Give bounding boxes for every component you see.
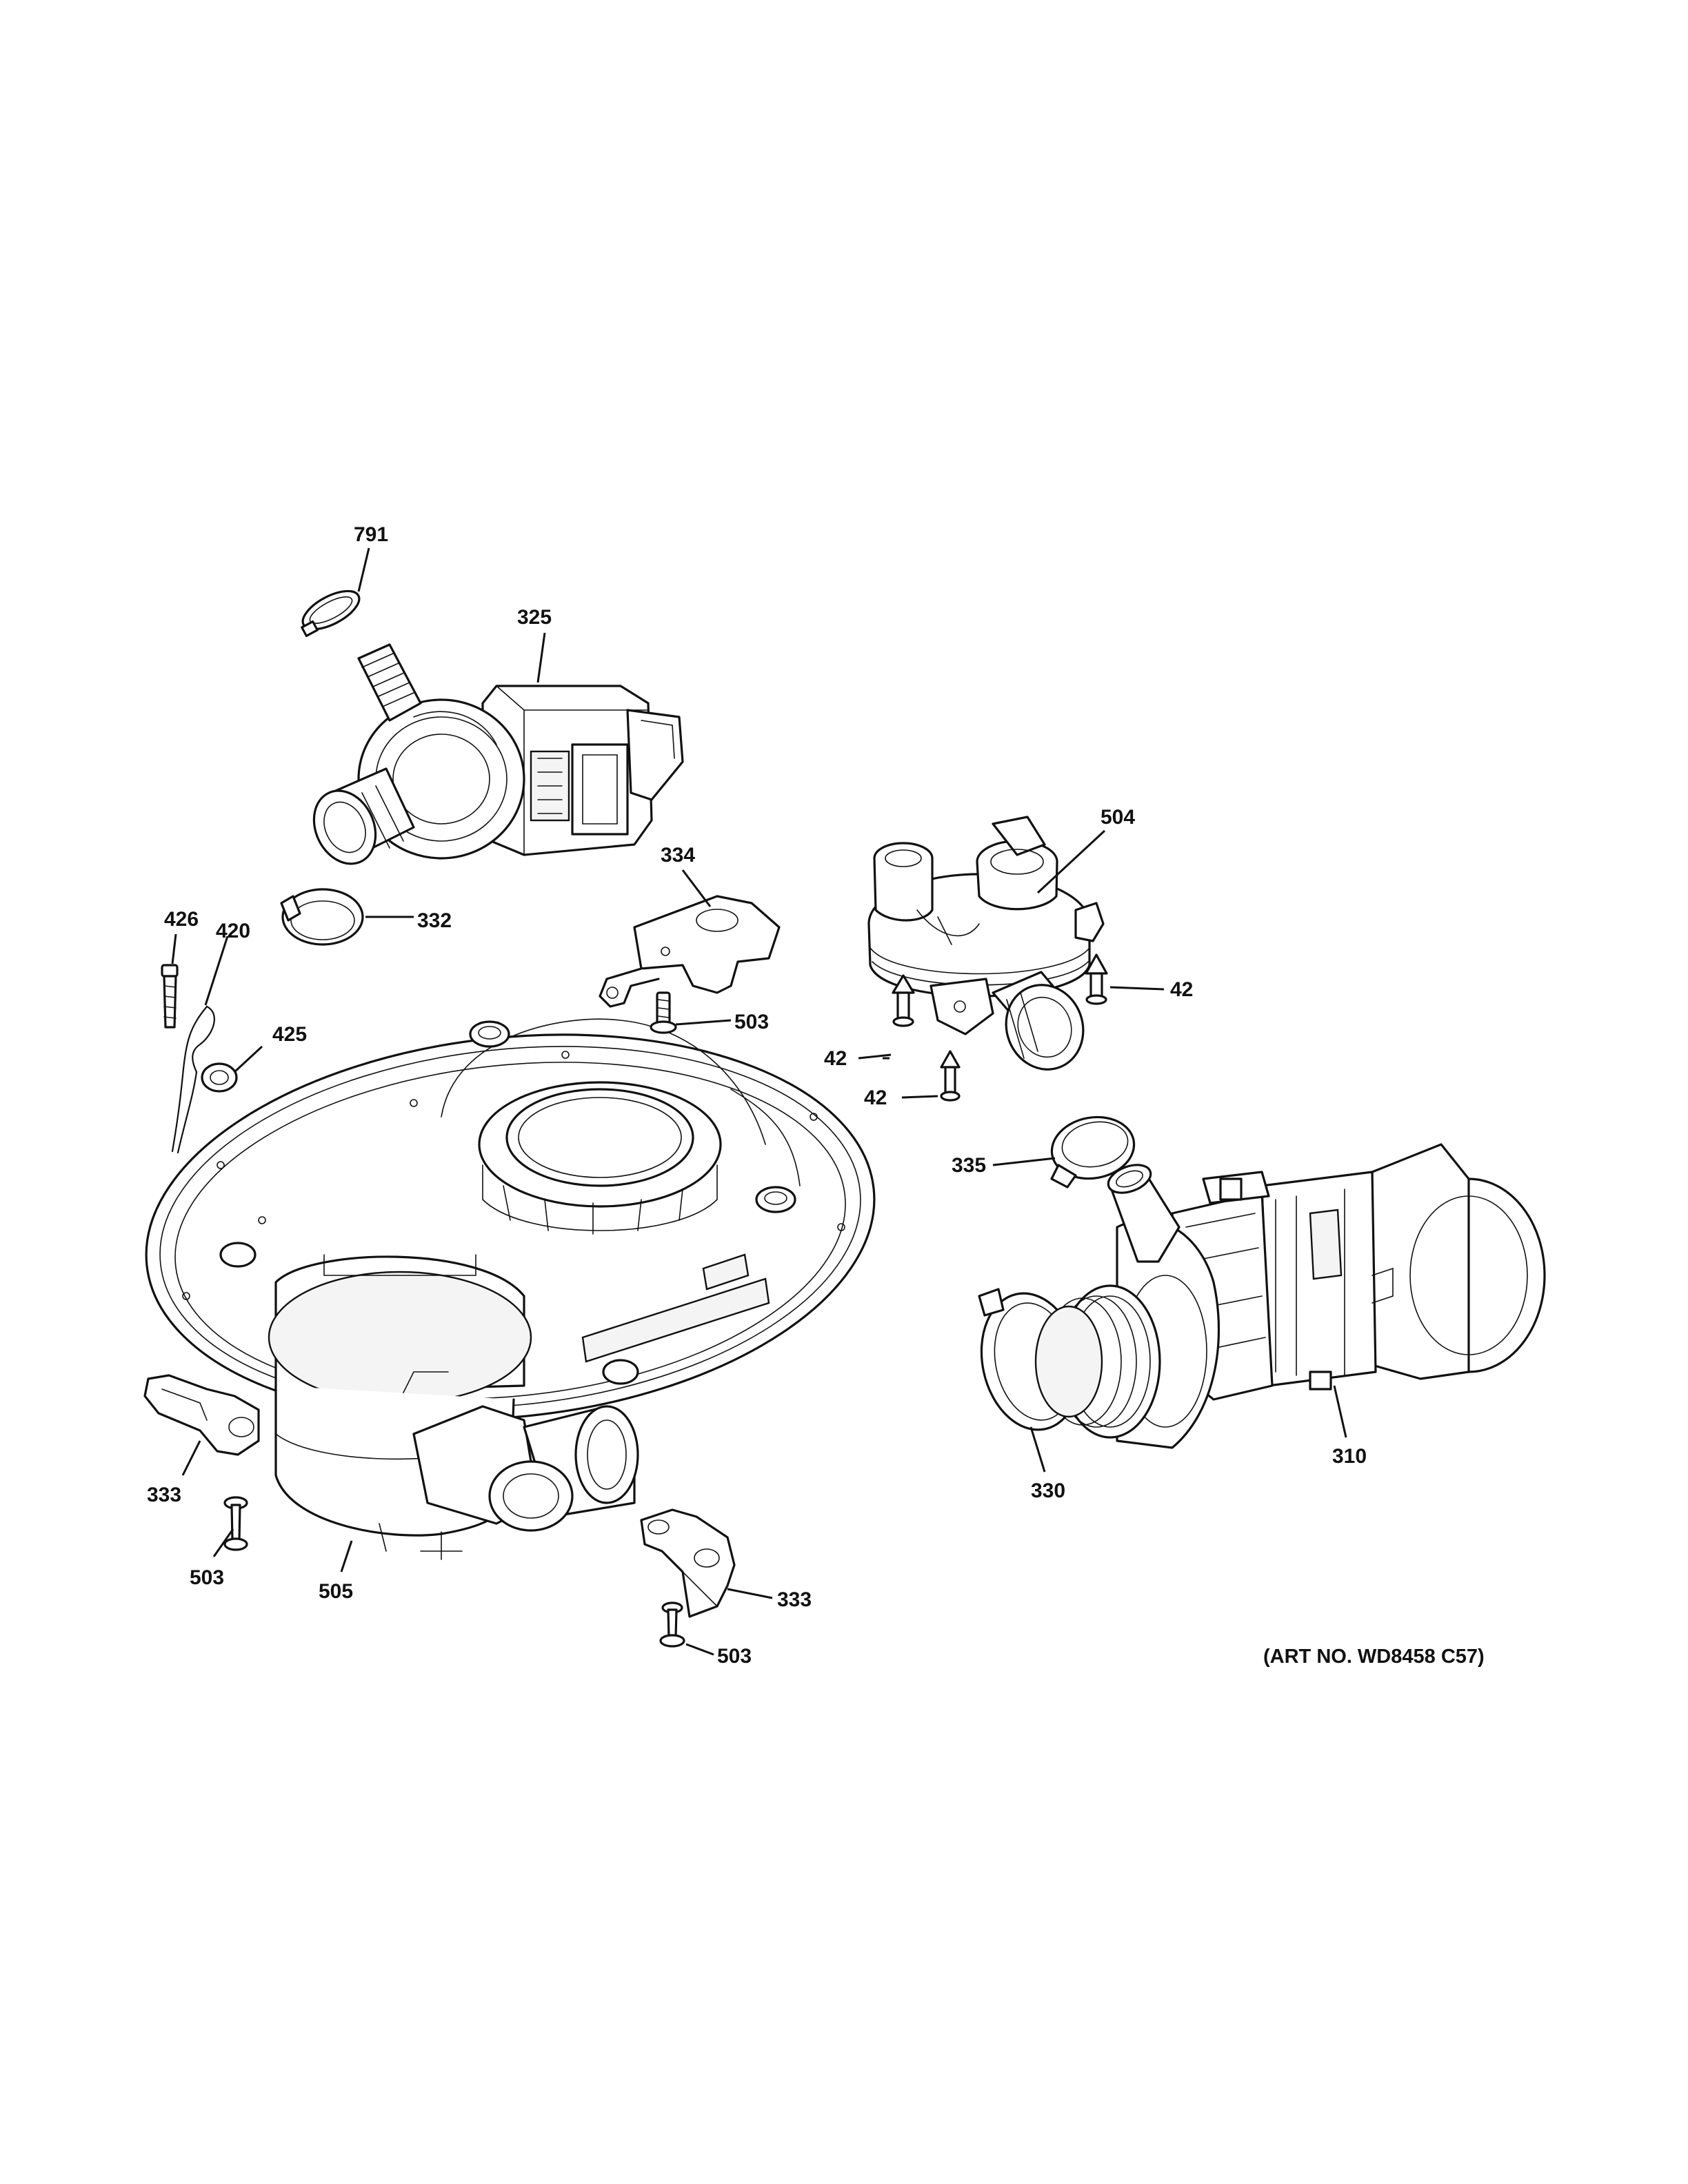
- part-791-hose-clamp[interactable]: [297, 583, 365, 638]
- part-334-bracket[interactable]: [599, 895, 781, 1008]
- callout-42-right[interactable]: 42: [1170, 978, 1193, 1001]
- callout-503[interactable]: 503: [734, 1011, 769, 1033]
- callout-503-bottom[interactable]: 503: [717, 1645, 752, 1668]
- part-503-screw-top[interactable]: [650, 991, 677, 1034]
- callout-334[interactable]: 334: [661, 844, 695, 867]
- part-42-screw-bottom[interactable]: [940, 1050, 961, 1102]
- callout-333-bottom[interactable]: 333: [777, 1588, 812, 1611]
- callout-504[interactable]: 504: [1101, 806, 1135, 829]
- part-333-bracket-bottom[interactable]: [640, 1508, 736, 1618]
- callout-335[interactable]: 335: [952, 1154, 986, 1177]
- part-332-clamp[interactable]: [280, 888, 364, 946]
- part-42-screw-right[interactable]: [1085, 953, 1108, 1005]
- part-425-grommet[interactable]: [201, 1062, 238, 1093]
- part-504-diverter[interactable]: [867, 816, 1105, 1080]
- callout-330[interactable]: 330: [1031, 1479, 1065, 1502]
- callout-labels: 791 325 334 504 426 332 420 425 503 42 4…: [147, 523, 1485, 1668]
- part-42-screw-left[interactable]: [892, 974, 915, 1027]
- part-310-circulation-pump[interactable]: [1034, 1143, 1546, 1449]
- callout-426[interactable]: 426: [164, 908, 199, 931]
- part-325-drain-pump[interactable]: [303, 643, 684, 874]
- part-503-screw-bottom[interactable]: [659, 1601, 685, 1648]
- callout-425[interactable]: 425: [272, 1023, 307, 1046]
- callout-791[interactable]: 791: [354, 523, 388, 546]
- part-505-sump-housing[interactable]: [127, 1000, 894, 1560]
- callout-42-bottom[interactable]: 42: [864, 1086, 887, 1109]
- art-number: (ART NO. WD8458 C57): [1263, 1646, 1485, 1668]
- callout-42-left[interactable]: 42: [824, 1047, 847, 1070]
- callout-333-left[interactable]: 333: [147, 1484, 181, 1506]
- part-503-screw-left[interactable]: [223, 1496, 248, 1551]
- part-333-bracket-left[interactable]: [143, 1374, 260, 1456]
- leader-lines: [171, 547, 1347, 1656]
- callout-420[interactable]: 420: [216, 920, 250, 942]
- callout-332[interactable]: 332: [417, 909, 452, 932]
- callout-505[interactable]: 505: [319, 1580, 353, 1603]
- part-420-wire-clip[interactable]: [171, 1005, 215, 1154]
- callout-503-left[interactable]: 503: [190, 1566, 224, 1589]
- part-335-clamp[interactable]: [1047, 1111, 1138, 1189]
- callout-325[interactable]: 325: [517, 606, 552, 629]
- callout-310[interactable]: 310: [1332, 1445, 1367, 1468]
- part-426-screw[interactable]: [161, 964, 179, 1029]
